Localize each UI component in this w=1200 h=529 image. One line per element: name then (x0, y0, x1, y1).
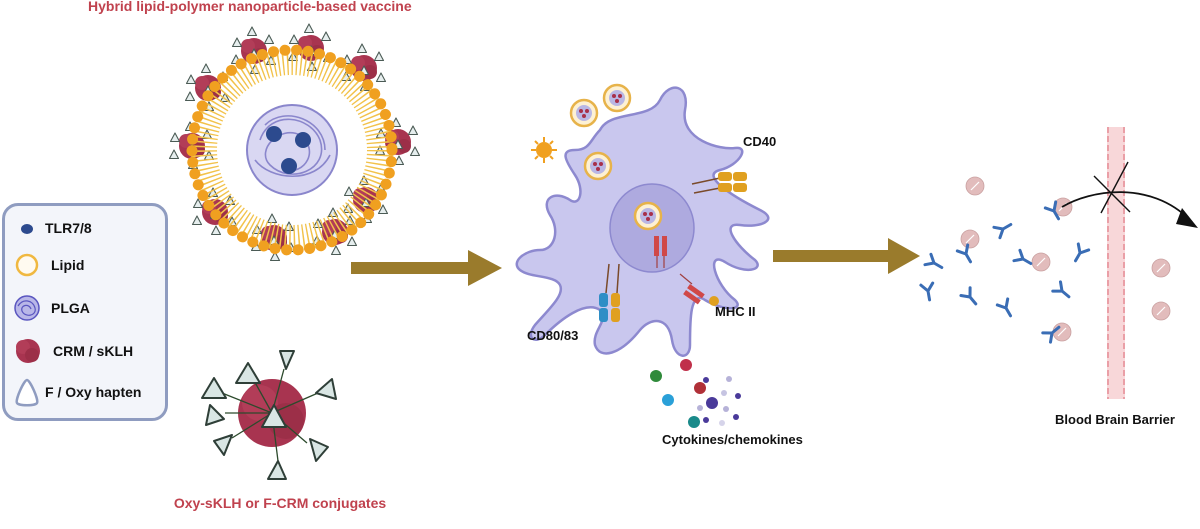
legend-item-lipid: Lipid (15, 252, 84, 278)
legend-item-plga: PLGA (13, 294, 90, 322)
cd40-receptor (691, 172, 747, 194)
legend-item-tlr78: TLR7/8 (19, 220, 92, 236)
conjugate-illustration (201, 350, 337, 480)
nanoparticle (170, 24, 420, 261)
cd80-receptor (599, 263, 620, 322)
blood-brain-barrier-label: Blood Brain Barrier (1055, 412, 1175, 427)
process-arrow-2 (773, 238, 920, 274)
legend-item-hapten: F / Oxy hapten (13, 376, 141, 408)
antibodies-and-drugs (919, 176, 1171, 344)
cytokines (650, 359, 741, 428)
lipid-ring-icon (15, 253, 39, 277)
blocked-arrow (1061, 161, 1198, 228)
tlr78-dot-icon (21, 224, 33, 234)
cd80-83-label: CD80/83 (527, 328, 579, 343)
conjugates-label: Oxy-sKLH or F-CRM conjugates (173, 495, 387, 511)
cytokines-label: Cytokines/chemokines (662, 432, 803, 447)
plga-core (246, 104, 338, 196)
hapten-triangle-icon (15, 378, 39, 407)
plga-ball-icon (14, 295, 40, 321)
mhc2-receptor (679, 273, 719, 306)
mhc-ii-label: MHC II (715, 304, 756, 319)
nanoparticle-title: Hybrid lipid-polymer nanoparticle-based … (88, 0, 412, 14)
pathogen-icon (531, 137, 557, 163)
carrier-protein-icon (16, 339, 40, 363)
process-arrow-1 (351, 250, 502, 286)
legend: TLR7/8 Lipid PLGA CRM / sKLH F / Oxy hap… (2, 203, 168, 421)
mhc-internal (654, 236, 667, 268)
lipid-shell (186, 44, 398, 256)
blood-brain-barrier (1107, 127, 1125, 399)
dendritic-cell (515, 83, 770, 357)
legend-item-crm: CRM / sKLH (13, 336, 133, 366)
cd40-label: CD40 (743, 134, 777, 149)
